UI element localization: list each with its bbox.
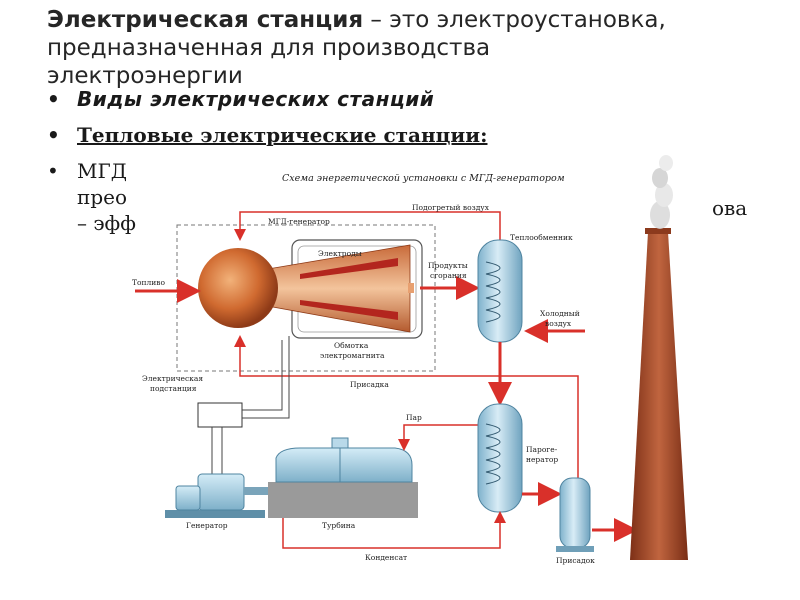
generator-base: [165, 510, 265, 518]
label-turbine: Турбина: [322, 521, 356, 530]
steam-generator: [477, 403, 523, 513]
steam-line: [398, 424, 480, 451]
bullet-plant-types: Виды электрических станций: [47, 86, 767, 112]
mhd-channel: [261, 244, 411, 333]
label-additive: Присадка: [350, 380, 389, 389]
label-generator: Генератор: [186, 521, 228, 530]
label-heated-air: Подогретый воздух: [412, 203, 490, 212]
bullet-mhd: МГД прео – эфф: [47, 158, 767, 236]
shaft: [244, 487, 274, 495]
label-mhd-generator: МГД-генератор: [268, 217, 330, 226]
additive-return-line: [234, 335, 579, 500]
label-substation-1: Электрическая: [142, 374, 203, 383]
label-steam-gen-1: Пароге-: [526, 445, 558, 454]
heat-exchanger-coil: [485, 261, 501, 323]
turbine-base: [268, 482, 418, 518]
label-fuel: Топливо: [132, 278, 166, 287]
title-term: Электрическая станция: [47, 7, 364, 33]
nozzle-outlet: [408, 283, 414, 293]
chimney: [630, 232, 688, 560]
generator-end: [175, 485, 201, 511]
label-winding-1: Обмотка: [334, 341, 369, 350]
mhd-line2: прео: [77, 185, 128, 209]
mhd-tail-text: ова: [712, 196, 748, 220]
label-products-2: сгорания: [430, 271, 467, 280]
title-definition: – это электроустановка, предназначенная …: [47, 7, 666, 89]
label-substation-2: подстанция: [150, 384, 197, 393]
turbine-valve: [331, 437, 349, 449]
condensate-line: [282, 511, 506, 549]
substation-box: [197, 402, 243, 428]
additive-tank-base: [556, 546, 594, 552]
label-additive-tank: Присадок: [556, 556, 595, 565]
label-electrodes: Электроды: [318, 249, 362, 258]
steam-generator-coil: [485, 423, 501, 485]
substation-wire-1: [242, 340, 283, 411]
label-steam: Пар: [406, 413, 422, 422]
mhd-line1: МГД: [77, 159, 127, 183]
label-heat-exchanger: Теплообменник: [510, 233, 573, 242]
electrode-bottom: [300, 300, 398, 320]
turbine-casing: [275, 447, 413, 483]
smoke: [650, 155, 673, 229]
bullet-thermal-plants: Тепловые электрические станции:: [47, 122, 767, 148]
label-cold-air-1: Холодный: [540, 309, 580, 318]
label-winding-2: электромагнита: [320, 351, 385, 360]
slide-title: Электрическая станция – это электроустан…: [47, 6, 687, 90]
chimney-top: [645, 228, 671, 234]
generator-body: [197, 473, 245, 511]
bullet-list: Виды электрических станций Тепловые элек…: [47, 86, 767, 236]
heated-air-line: [234, 211, 501, 241]
electrode-top: [300, 258, 398, 279]
label-steam-gen-2: нератор: [526, 455, 558, 464]
substation-wire-2: [242, 336, 290, 419]
diagram-caption: Схема энергетической установки с МГД-ген…: [282, 173, 565, 184]
mhd-line3: – эфф: [77, 211, 136, 235]
label-products-1: Продукты: [428, 261, 468, 270]
combustion-chamber: [198, 248, 278, 328]
label-cold-air-2: воздух: [545, 319, 572, 328]
label-condensate: Конденсат: [365, 553, 407, 562]
additive-tank: [559, 477, 591, 549]
